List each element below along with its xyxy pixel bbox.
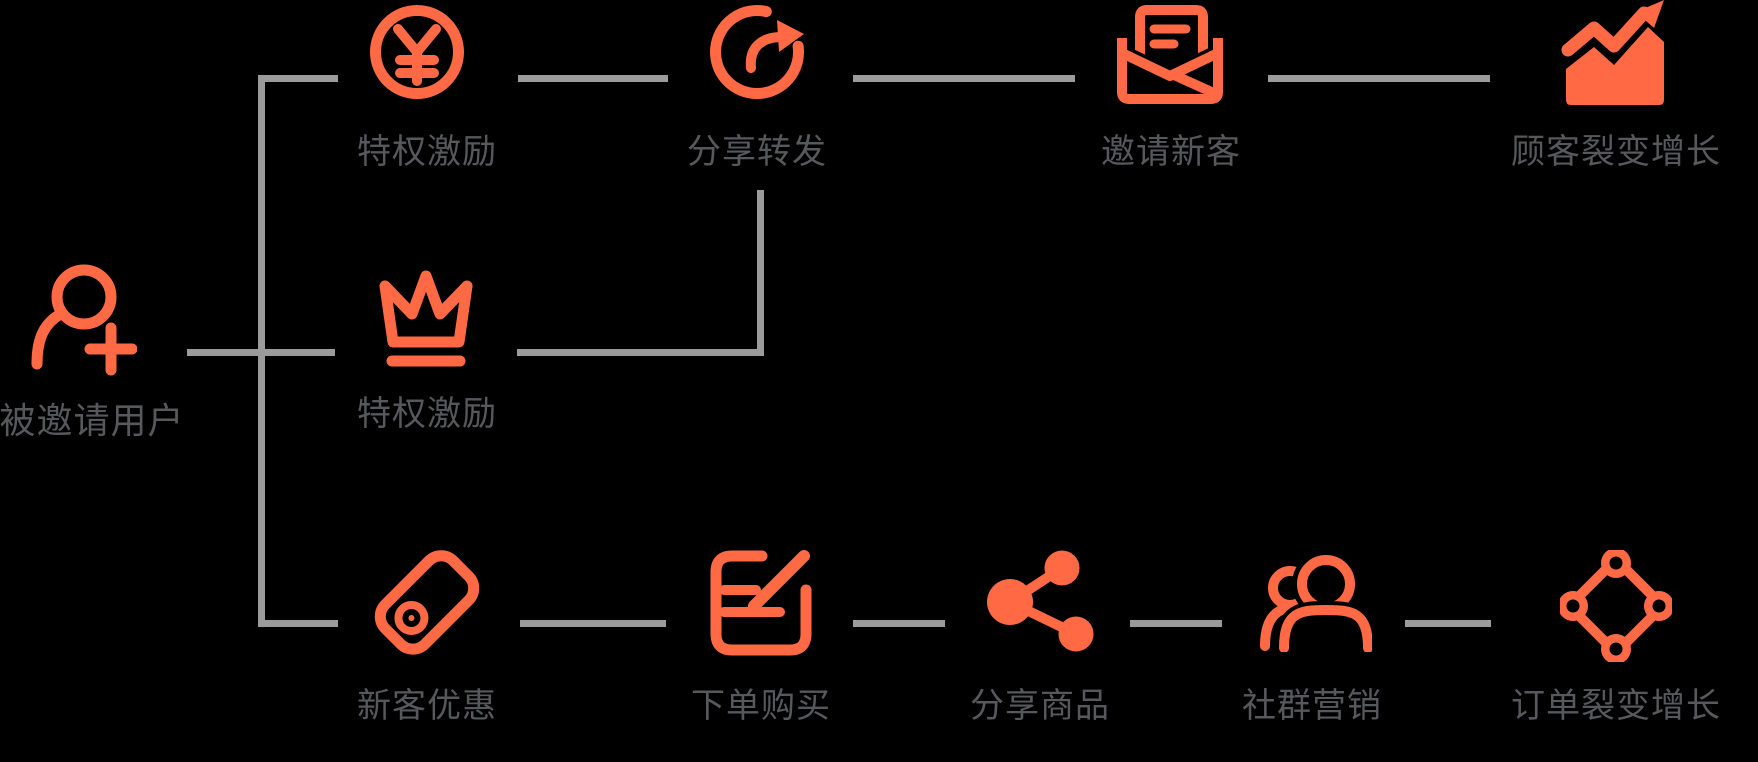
connector-tag-to-order: [520, 620, 666, 627]
yen-coin-icon: [370, 5, 464, 99]
node-label-share-products: 分享商品: [970, 687, 1110, 725]
connector-coin-to-share: [518, 75, 668, 82]
share-arrow-icon: [710, 5, 805, 99]
growth-chart-icon: [1561, 0, 1664, 105]
user-group-icon: [1260, 550, 1372, 652]
user-add-icon: [31, 264, 137, 376]
crown-icon: [379, 270, 473, 367]
invitation-letter-icon: [1117, 5, 1223, 104]
order-edit-icon: [710, 550, 812, 656]
node-label-place-order: 下单购买: [691, 687, 831, 725]
node-label-customer-fission-growth: 顾客裂变增长: [1511, 133, 1721, 171]
connector-order-to-shareproduct: [853, 620, 945, 627]
node-label-invite-new-customers: 邀请新客: [1101, 133, 1241, 171]
share-nodes-icon: [987, 550, 1094, 652]
connector-shareproduct-to-community: [1130, 620, 1222, 627]
connector-community-to-network: [1405, 620, 1491, 627]
connector-trunk-vertical: [258, 75, 265, 627]
node-label-invited-user: 被邀请用户: [0, 400, 185, 441]
connector-mail-to-chart: [1268, 75, 1490, 82]
connector-crown-vertical: [757, 190, 764, 356]
connector-trunk-to-coin: [258, 75, 338, 82]
node-label-order-fission-growth: 订单裂变增长: [1511, 687, 1721, 725]
connector-crown-horizontal: [517, 349, 764, 356]
node-label-community-marketing: 社群营销: [1242, 687, 1382, 725]
node-label-privilege-reward-coin: 特权激励: [357, 133, 497, 171]
node-label-privilege-reward-crown: 特权激励: [357, 395, 497, 433]
connector-share-to-mail: [853, 75, 1075, 82]
network-nodes-icon: [1560, 550, 1672, 662]
price-tag-icon: [374, 550, 480, 655]
node-label-new-customer-discount: 新客优惠: [357, 687, 497, 725]
node-label-share-forward: 分享转发: [687, 133, 827, 171]
connector-trunk-to-tag: [258, 620, 338, 627]
